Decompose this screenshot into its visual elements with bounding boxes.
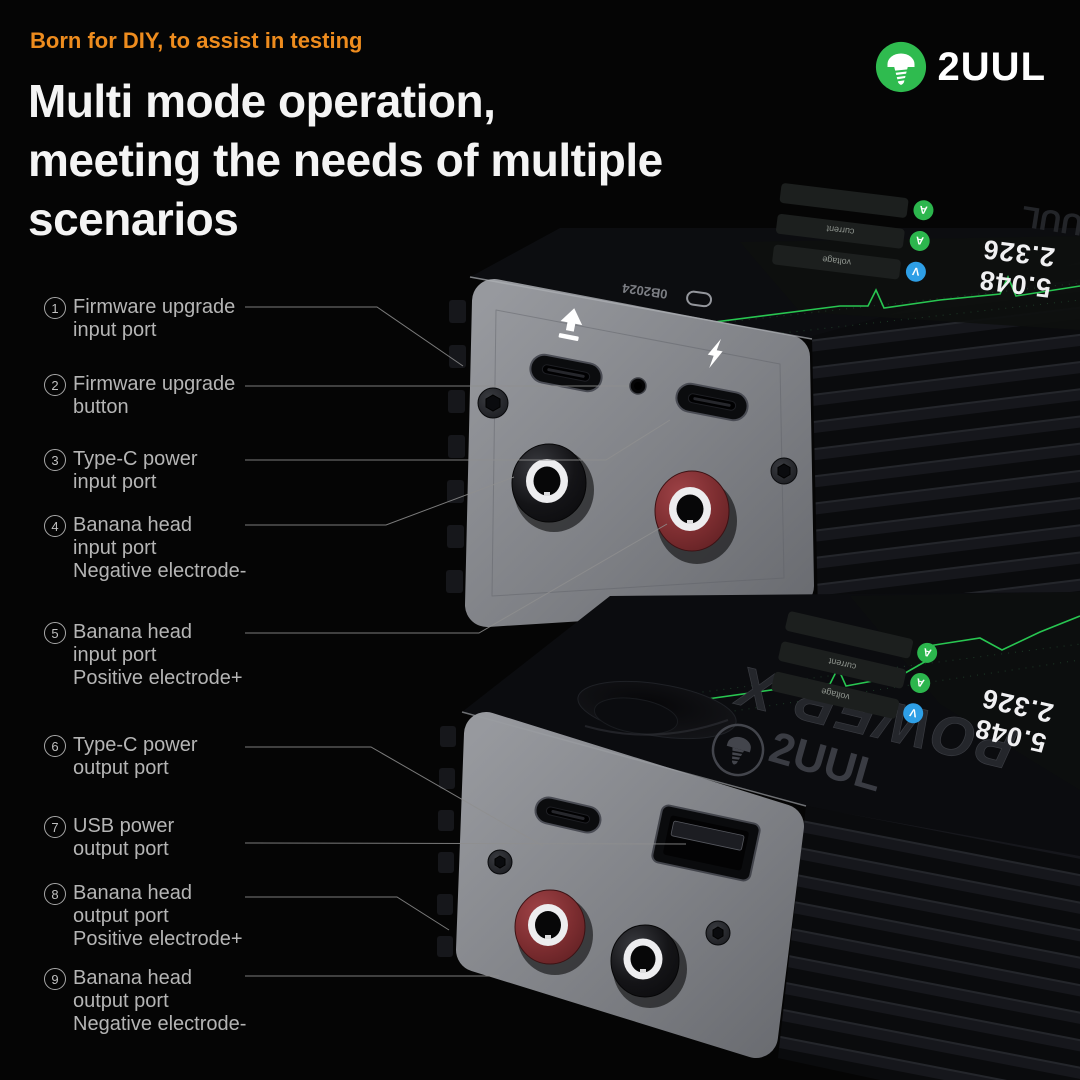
device-top: 2UUL 0B2024 5.048 V voltage 2.326 A curr…	[446, 183, 1080, 672]
knob	[577, 680, 737, 740]
hex-screw	[477, 387, 509, 419]
hex-screw	[487, 849, 513, 875]
svg-text:current: current	[825, 224, 855, 237]
banana-jack-positive-output	[514, 889, 593, 975]
device-top-marking: 0B2024	[620, 281, 713, 308]
callout-line-3	[245, 419, 671, 461]
lightning-icon	[707, 338, 723, 369]
callout-line-5	[245, 523, 668, 634]
device-bottom-teeth	[437, 726, 456, 957]
svg-text:A: A	[915, 675, 925, 688]
callout-line-7	[244, 842, 687, 845]
firmware-upload-icon	[558, 308, 583, 341]
power-output-usbc-port	[534, 796, 602, 834]
device-bottom-fins	[778, 806, 1080, 1080]
svg-text:A: A	[919, 203, 928, 216]
callout-lines	[244, 306, 687, 977]
usb-a-port	[651, 804, 761, 882]
callout-line-4	[245, 476, 515, 526]
firmware-button	[629, 377, 647, 395]
current-badge-icon	[910, 673, 931, 694]
banana-jack-positive-input	[654, 470, 737, 564]
waveform-top	[659, 275, 1080, 330]
banana-jack-negative-output	[610, 924, 687, 1008]
power-input-usbc-port	[675, 382, 749, 422]
banana-jack-negative-input	[511, 443, 594, 532]
current-badge-icon	[909, 230, 930, 251]
svg-text:voltage: voltage	[822, 254, 852, 267]
firmware-usbc-port	[529, 353, 603, 393]
callout-line-1	[245, 306, 464, 367]
voltage-badge-icon	[903, 703, 924, 724]
svg-text:A: A	[922, 645, 932, 658]
device-brand-logo-icon	[711, 723, 765, 777]
port-glyph-icon	[686, 290, 713, 308]
hex-screw	[770, 457, 798, 485]
device-top-teeth	[446, 300, 466, 593]
device-bottom: POWER X 2UUL 5.048 V voltage 2.326 A	[437, 592, 1080, 1080]
svg-text:0B2024: 0B2024	[620, 281, 668, 302]
voltage-badge-icon	[905, 261, 926, 282]
device-top-fins	[812, 262, 1080, 672]
svg-text:V: V	[911, 264, 920, 277]
callout-line-8	[245, 896, 450, 931]
callout-line-6	[245, 746, 544, 847]
hex-screw	[705, 920, 731, 946]
svg-text:A: A	[915, 234, 924, 247]
svg-text:V: V	[908, 705, 918, 718]
